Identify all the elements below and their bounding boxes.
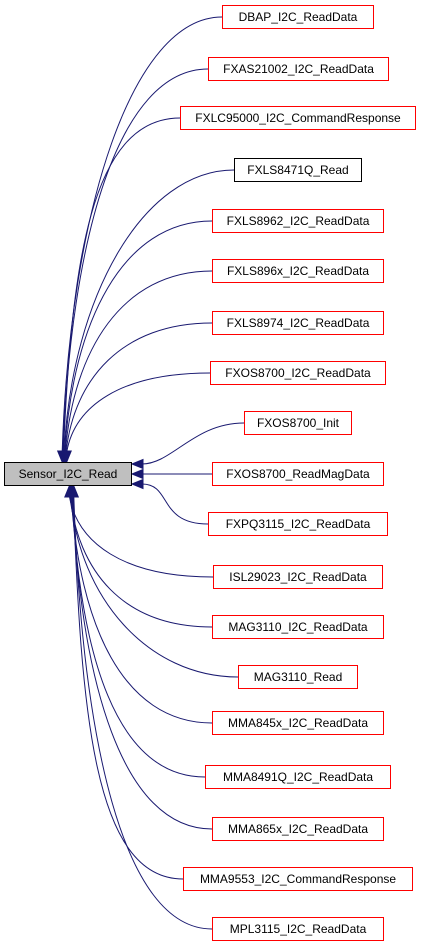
caller-node-mma865x-i2c-readdata[interactable]: MMA865x_I2C_ReadData	[212, 817, 384, 841]
arrowhead-fxpq3115-i2c-readdata	[130, 478, 144, 490]
edge-mma9553-i2c-commandresponse	[72, 495, 184, 880]
arrowhead-fxos8700-i2c-readdata	[61, 450, 72, 464]
edge-fxos8700-init	[141, 422, 245, 465]
edge-fxls896x-i2c-readdata	[64, 270, 213, 453]
edge-fxls8974-i2c-readdata	[65, 322, 213, 453]
caller-node-fxos8700-init[interactable]: FXOS8700_Init	[244, 411, 352, 435]
caller-node-mpl3115-i2c-readdata[interactable]: MPL3115_I2C_ReadData	[212, 917, 384, 941]
caller-node-fxls8471q-read[interactable]: FXLS8471Q_Read	[234, 158, 362, 182]
caller-node-fxos8700-readmagdata[interactable]: FXOS8700_ReadMagData	[212, 462, 384, 486]
edge-fxls8471q-read	[63, 169, 235, 453]
caller-node-mma9553-i2c-commandresponse[interactable]: MMA9553_I2C_CommandResponse	[183, 867, 413, 891]
arrowhead-fxos8700-init	[130, 458, 144, 470]
caller-node-fxls8962-i2c-readdata[interactable]: FXLS8962_I2C_ReadData	[212, 209, 384, 233]
edge-fxpq3115-i2c-readdata	[141, 483, 209, 525]
edge-mpl3115-i2c-readdata	[73, 495, 213, 930]
caller-node-isl29023-i2c-readdata[interactable]: ISL29023_I2C_ReadData	[213, 565, 383, 589]
edge-mag3110-read	[70, 495, 239, 678]
caller-node-mag3110-i2c-readdata[interactable]: MAG3110_I2C_ReadData	[212, 615, 384, 639]
caller-node-mag3110-read[interactable]: MAG3110_Read	[238, 665, 358, 689]
caller-node-fxpq3115-i2c-readdata[interactable]: FXPQ3115_I2C_ReadData	[208, 512, 388, 536]
caller-node-fxls896x-i2c-readdata[interactable]: FXLS896x_I2C_ReadData	[212, 259, 384, 283]
caller-node-fxlc95000-i2c-commandresponse[interactable]: FXLC95000_I2C_CommandResponse	[180, 106, 416, 130]
arrowhead-mpl3115-i2c-readdata	[68, 484, 80, 498]
edge-fxls8962-i2c-readdata	[64, 220, 213, 453]
caller-node-dbap-i2c-readdata[interactable]: DBAP_I2C_ReadData	[222, 5, 374, 29]
caller-node-fxas21002-i2c-readdata[interactable]: FXAS21002_I2C_ReadData	[208, 57, 389, 81]
edge-dbap-i2c-readdata	[61, 16, 223, 453]
caller-node-mma8491q-i2c-readdata[interactable]: MMA8491Q_I2C_ReadData	[205, 765, 391, 789]
caller-node-fxls8974-i2c-readdata[interactable]: FXLS8974_I2C_ReadData	[212, 311, 384, 335]
edge-fxlc95000-i2c-commandresponse	[62, 117, 181, 453]
arrowhead-fxos8700-readmagdata	[130, 468, 144, 480]
caller-node-mma845x-i2c-readdata[interactable]: MMA845x_I2C_ReadData	[212, 711, 384, 735]
edge-fxos8700-i2c-readdata	[66, 372, 211, 453]
caller-node-fxos8700-i2c-readdata[interactable]: FXOS8700_I2C_ReadData	[210, 361, 386, 385]
root-function-node: Sensor_I2C_Read	[4, 462, 132, 486]
